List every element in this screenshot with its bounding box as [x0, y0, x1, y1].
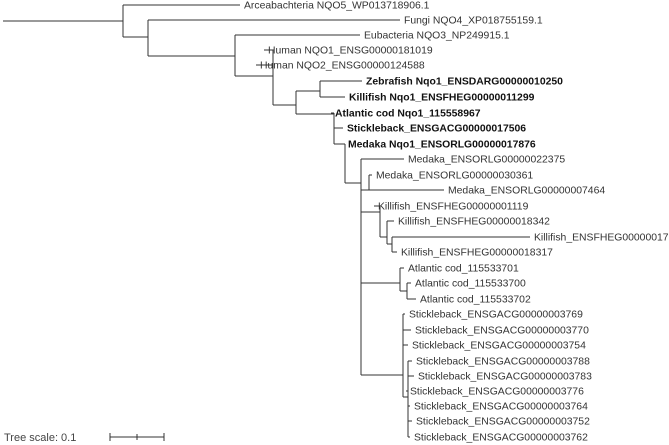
tip-label: Stickleback_ENSGACG00000003776 [410, 387, 584, 398]
tip-label: Killifish_ENSFHEG00000018342 [398, 217, 550, 228]
tip-label: Atlantic cod_115533702 [420, 295, 531, 306]
tip-label: Medaka_ENSORLG00000030361 [376, 171, 533, 182]
tip-label: Stickleback_ENSGACG00000017506 [347, 124, 526, 135]
tip-label: Atlantic cod Nqo1_115558967 [335, 109, 481, 120]
tree-scale-label: Tree scale: 0.1 [4, 432, 76, 444]
tip-label: Human NQO2_ENSG00000124588 [260, 61, 425, 72]
tip-label: Stickleback_ENSGACG00000003762 [414, 433, 588, 444]
tip-label: Killifish_ENSFHEG00000017554 [534, 233, 669, 244]
tip-label: Fungi NQO4_XP018755159.1 [404, 16, 543, 27]
tip-label: Stickleback_ENSGACG00000003783 [418, 372, 592, 383]
tip-label: Killifish_ENSFHEG00000018317 [401, 248, 553, 259]
tip-label: Stickleback_ENSGACG00000003788 [416, 357, 590, 368]
tip-label: Arceabachteria NQO5_WP013718906.1 [244, 1, 430, 12]
tip-label: Zebrafish Nqo1_ENSDARG00000010250 [366, 77, 563, 88]
tree-branches [3, 4, 530, 438]
tip-label: Medaka_ENSORLG00000022375 [408, 155, 565, 166]
tip-label: Stickleback_ENSGACG00000003754 [412, 341, 586, 352]
tip-label: Medaka Nqo1_ENSORLG00000017876 [348, 140, 536, 151]
tip-label: Stickleback_ENSGACG00000003770 [415, 326, 589, 337]
tip-label: Killifish Nqo1_ENSFHEG00000011299 [349, 93, 535, 104]
tip-label: Stickleback_ENSGACG00000003764 [414, 402, 588, 413]
tip-label: Atlantic cod_115533700 [415, 279, 526, 290]
tree-scale-bar: Tree scale: 0.1 [4, 432, 165, 444]
tip-label: Stickleback_ENSGACG00000003752 [416, 417, 590, 428]
tip-label: Human NQO1_ENSG00000181019 [268, 46, 433, 57]
tip-label: Medaka_ENSORLG00000007464 [448, 186, 605, 197]
tip-label: Killifish_ENSFHEG00000001119 [378, 202, 529, 213]
tip-label: Eubacteria NQO3_NP249915.1 [364, 31, 510, 42]
tip-label: Atlantic cod_115533701 [408, 264, 519, 275]
tip-label: Stickleback_ENSGACG00000003769 [409, 310, 583, 321]
